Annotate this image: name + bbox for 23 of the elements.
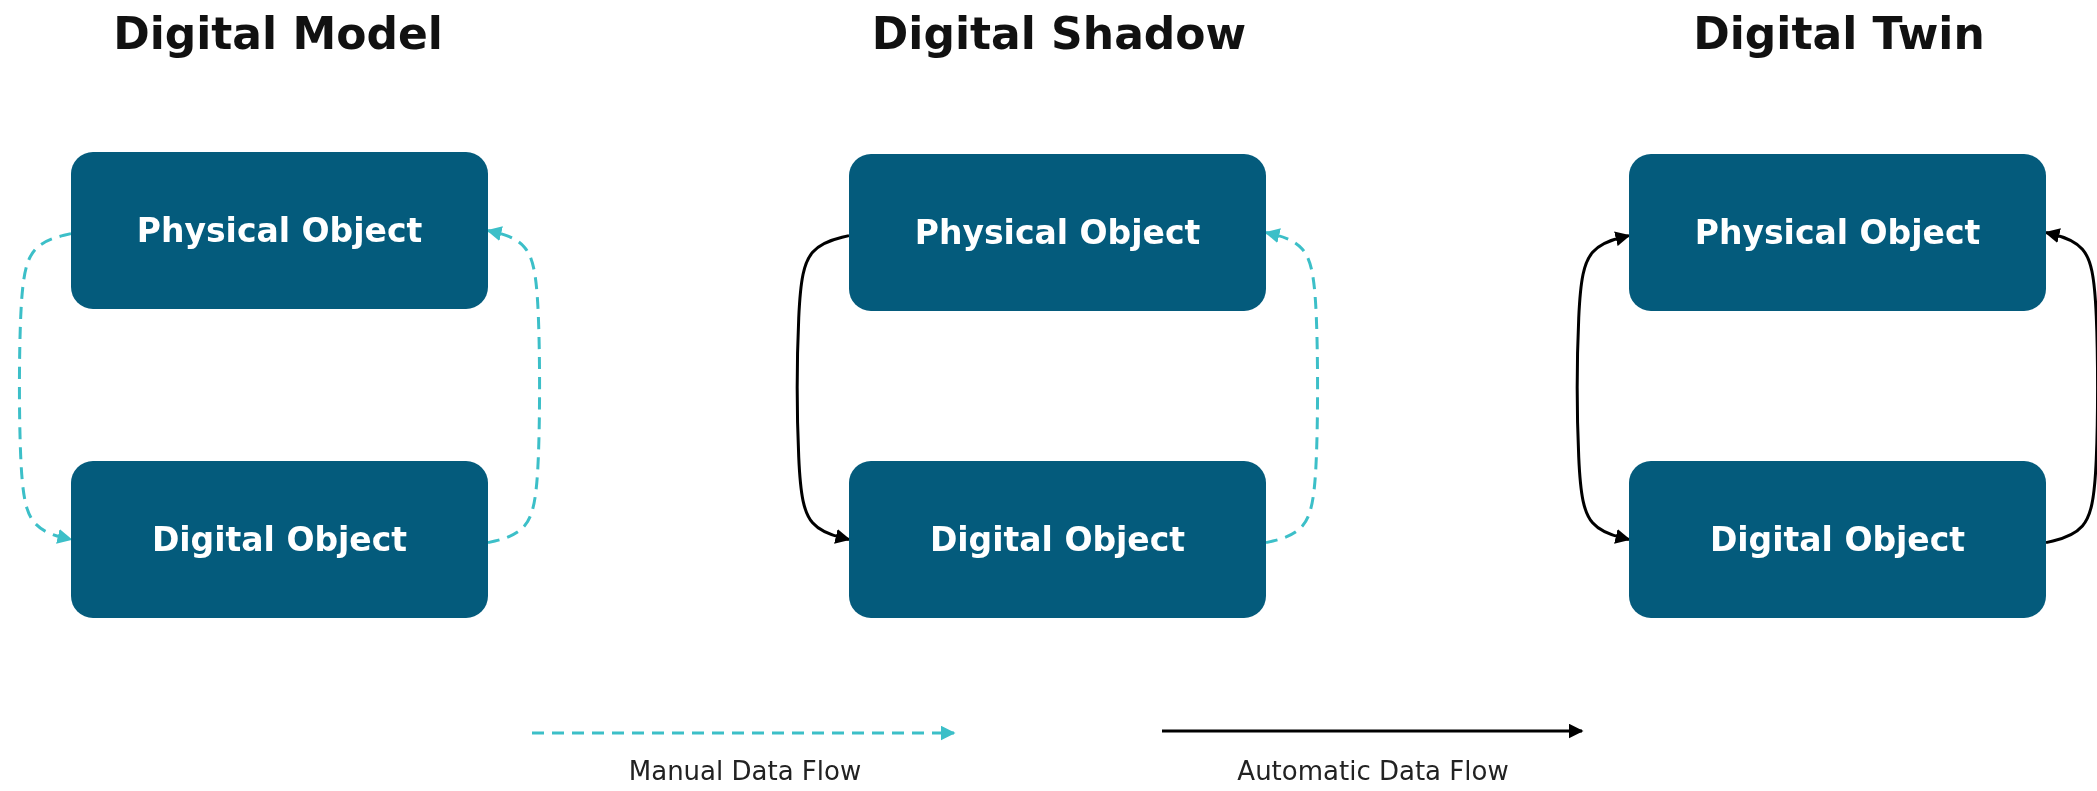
arrow [2044, 228, 2097, 545]
box-label: Digital Object [1709, 520, 1966, 559]
legend-label: Automatic Data Flow [1237, 756, 1509, 786]
arrow [1575, 231, 1631, 544]
box-label: Digital Object [929, 520, 1186, 559]
column-heading: Digital Twin [1693, 8, 1985, 59]
object-box [849, 154, 1266, 311]
arrow [486, 226, 542, 545]
object-box [849, 461, 1266, 618]
box-label: Physical Object [136, 211, 423, 250]
object-box [71, 461, 488, 618]
box-label: Physical Object [914, 213, 1201, 252]
arrow [1264, 228, 1320, 545]
arrow [795, 234, 851, 544]
box-label: Digital Object [151, 520, 408, 559]
legend-label: Manual Data Flow [628, 756, 862, 786]
object-box [1629, 154, 2046, 311]
column-heading: Digital Shadow [871, 8, 1247, 59]
object-box [71, 152, 488, 309]
arrow [17, 232, 73, 544]
column-heading: Digital Model [113, 8, 443, 59]
object-box [1629, 461, 2046, 618]
box-label: Physical Object [1694, 213, 1981, 252]
